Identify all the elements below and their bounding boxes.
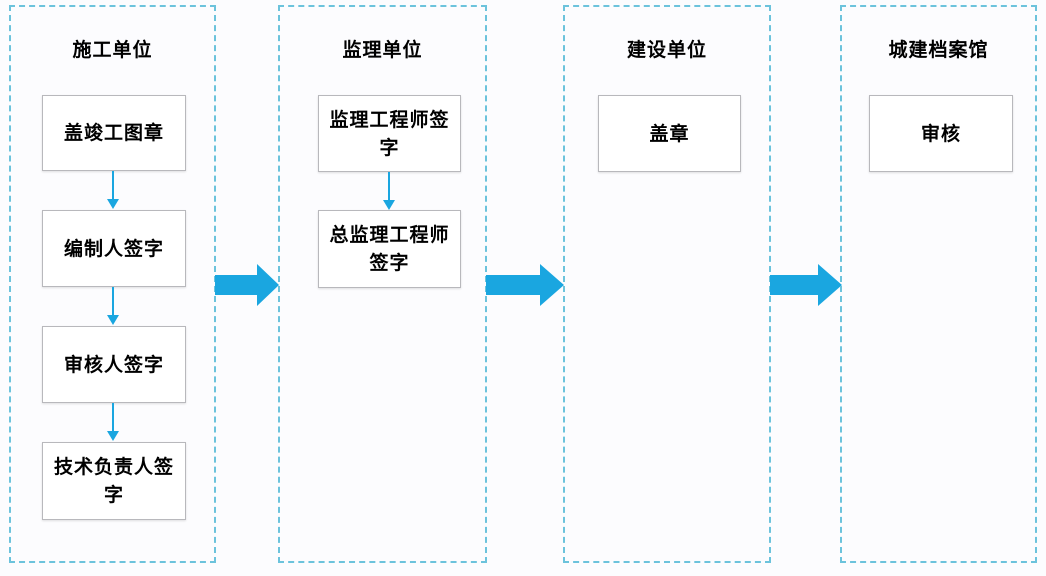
step-reviewer-signature: 审核人签字 — [42, 326, 186, 403]
arrow-down-icon — [107, 431, 119, 441]
arrow-right-icon — [770, 264, 842, 306]
connector-line — [112, 403, 114, 431]
step-supervising-engineer-signature: 监理工程师签字 — [318, 95, 461, 172]
connector-line — [388, 172, 390, 200]
lane-title: 城建档案馆 — [888, 39, 989, 61]
arrow-down-icon — [107, 199, 119, 209]
arrow-down-icon — [383, 200, 395, 210]
step-compiler-signature: 编制人签字 — [42, 210, 186, 287]
arrow-right-icon — [215, 264, 279, 306]
lane-development-unit: 建设单位 — [563, 5, 771, 563]
connector-line — [112, 171, 114, 199]
lane-title: 建设单位 — [626, 39, 707, 61]
arrow-down-icon — [107, 315, 119, 325]
lane-title: 施工单位 — [72, 39, 153, 61]
arrow-right-icon — [486, 264, 564, 306]
lane-title: 监理单位 — [342, 39, 423, 61]
step-chief-supervising-engineer-signature: 总监理工程师签字 — [318, 210, 461, 288]
step-technical-lead-signature: 技术负责人签字 — [42, 442, 186, 520]
step-stamp: 盖章 — [598, 95, 741, 172]
lane-urban-construction-archives: 城建档案馆 — [840, 5, 1037, 563]
step-review: 审核 — [869, 95, 1013, 172]
step-stamp-as-built-drawing: 盖竣工图章 — [42, 95, 186, 171]
connector-line — [112, 287, 114, 315]
